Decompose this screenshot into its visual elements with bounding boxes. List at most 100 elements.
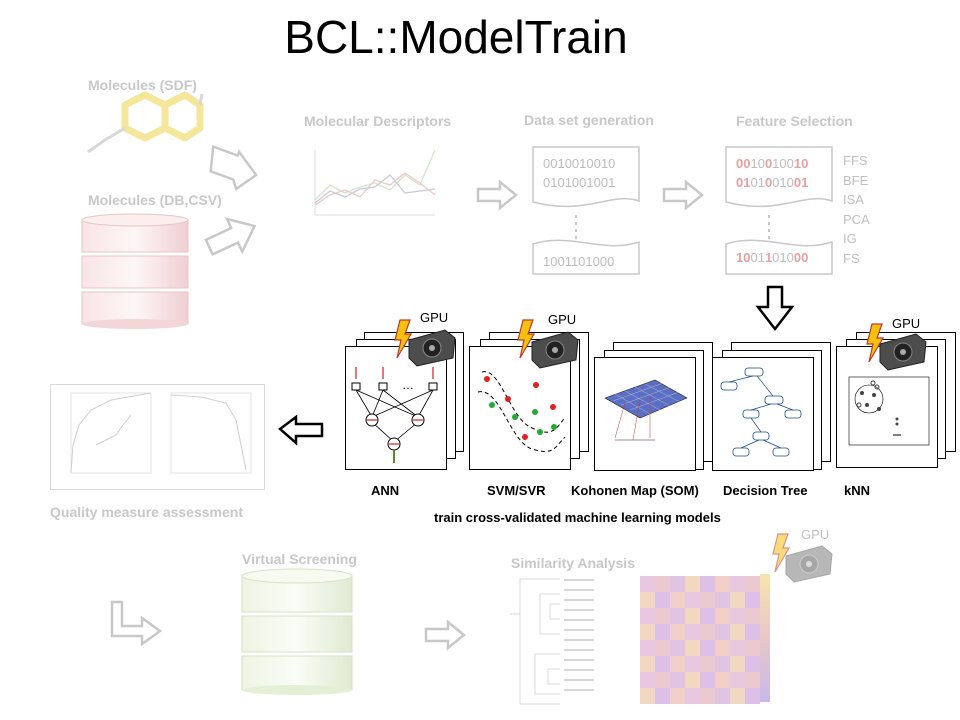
heatmap-cell xyxy=(745,656,760,672)
gpu-label: GPU xyxy=(420,310,449,325)
heatmap-cell xyxy=(730,576,745,592)
virtual-screening-label: Virtual Screening xyxy=(242,551,357,567)
gpu-card-icon xyxy=(408,329,456,367)
gpu-card-icon xyxy=(879,333,927,371)
heatmap-cell xyxy=(715,656,730,672)
dataset-label: Data set generation xyxy=(524,112,654,128)
heatmap-cell xyxy=(745,624,760,640)
heatmap-cell xyxy=(655,656,670,672)
document-shape xyxy=(725,146,833,208)
lightning-icon xyxy=(517,319,536,359)
similarity-label: Similarity Analysis xyxy=(511,555,635,571)
arrow-icon xyxy=(476,179,518,211)
heatmap-cell xyxy=(685,592,700,608)
heatmap-cell xyxy=(685,624,700,640)
molecule-structure-icon xyxy=(87,91,204,154)
roc-curve-chart xyxy=(70,392,252,474)
lightning-icon xyxy=(772,533,791,573)
heatmap-cell xyxy=(745,592,760,608)
heatmap-cell xyxy=(670,688,685,704)
heatmap-cell xyxy=(745,640,760,656)
heatmap-cell xyxy=(640,672,655,688)
heatmap-cell xyxy=(730,672,745,688)
heatmap-cell xyxy=(700,672,715,688)
fs-method: BFE xyxy=(843,172,869,188)
heatmap-cell xyxy=(745,672,760,688)
heatmap-cell xyxy=(670,656,685,672)
gpu-label: GPU xyxy=(801,527,830,542)
heatmap-cell xyxy=(700,624,715,640)
dataset-bits-2: 0101001001 xyxy=(543,175,616,190)
decision-tree-card xyxy=(712,357,814,471)
ann-card: … xyxy=(345,346,447,470)
knn-plot xyxy=(848,376,930,446)
document-shape xyxy=(532,239,640,275)
heatmap-cell xyxy=(745,576,760,592)
heatmap-cell xyxy=(685,608,700,624)
turn-arrow-icon xyxy=(110,600,163,647)
gpu-card-icon xyxy=(531,331,579,369)
svm-card xyxy=(469,346,571,470)
dendrogram-chart xyxy=(510,578,594,705)
lightning-icon xyxy=(866,323,885,363)
heatmap-cell xyxy=(685,576,700,592)
descriptors-label: Molecular Descriptors xyxy=(304,113,452,129)
heatmap-cell xyxy=(655,688,670,704)
gpu-label: GPU xyxy=(892,316,921,331)
heatmap-cell xyxy=(715,688,730,704)
heatmap-cell xyxy=(670,576,685,592)
left-arrow-icon xyxy=(278,414,324,446)
heatmap-cell xyxy=(655,640,670,656)
color-scale-bar xyxy=(760,574,770,702)
heatmap-cell xyxy=(700,688,715,704)
quality-chart-box xyxy=(50,384,265,490)
fs-method: ISA xyxy=(843,192,864,207)
fs-methods-list: FFS BFE ISA PCA IG FS xyxy=(843,151,870,268)
heatmap-cell xyxy=(670,592,685,608)
svg-text:…: … xyxy=(402,378,414,392)
feature-bits-3: 1001101000 xyxy=(736,250,809,265)
fs-method: PCA xyxy=(843,211,870,227)
svm-label: SVM/SVR xyxy=(487,483,546,498)
heatmap-cell xyxy=(730,608,745,624)
fs-method: FS xyxy=(843,250,860,266)
heatmap-cell xyxy=(730,656,745,672)
ann-label: ANN xyxy=(371,483,400,498)
som-label: Kohonen Map (SOM) xyxy=(571,483,699,498)
heatmap-cell xyxy=(685,688,700,704)
arrow-icon xyxy=(662,179,704,211)
heatmap-cell xyxy=(640,608,655,624)
heatmap-cell xyxy=(655,592,670,608)
heatmap-cell xyxy=(640,656,655,672)
heatmap-cell xyxy=(670,640,685,656)
database-icon xyxy=(81,213,189,329)
decision-tree-diagram xyxy=(720,367,802,457)
dataset-bits-1: 0010010010 xyxy=(543,156,616,171)
heatmap-cell xyxy=(685,656,700,672)
neural-network-diagram: … xyxy=(351,367,438,463)
heatmap-cell xyxy=(685,640,700,656)
document-shape xyxy=(725,239,833,275)
heatmap-cell xyxy=(700,656,715,672)
heatmap-cell xyxy=(730,624,745,640)
heatmap-cell xyxy=(715,608,730,624)
heatmap-cell xyxy=(715,576,730,592)
dataset-bits-3: 1001101000 xyxy=(543,254,615,269)
heatmap-cell xyxy=(640,624,655,640)
heatmap-cell xyxy=(640,688,655,704)
descriptor-line-chart xyxy=(314,149,436,216)
heatmap-cell xyxy=(685,672,700,688)
fs-method: IG xyxy=(843,231,857,246)
heatmap-cell xyxy=(655,672,670,688)
heatmap-cell xyxy=(745,688,760,704)
heatmap-cell xyxy=(715,592,730,608)
heatmap-cell xyxy=(640,576,655,592)
feature-selection-label: Feature Selection xyxy=(736,113,853,129)
heatmap-cell xyxy=(670,624,685,640)
heatmap-cell xyxy=(655,624,670,640)
lightning-icon xyxy=(394,319,413,359)
feature-bits-2: 0101001001 xyxy=(736,175,809,190)
heatmap-cell xyxy=(730,640,745,656)
heatmap-cell xyxy=(730,592,745,608)
heatmap-cell xyxy=(730,688,745,704)
